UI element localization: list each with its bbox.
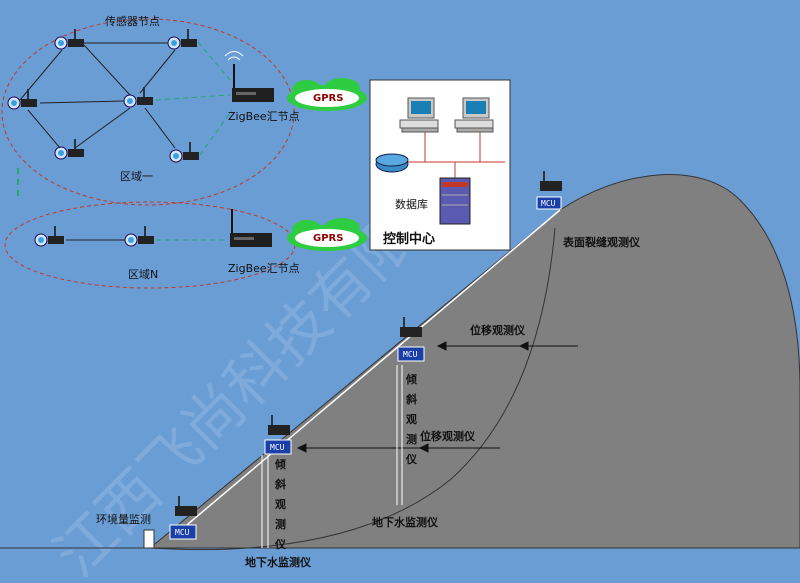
gprs-label-n: GPRS [313, 233, 343, 244]
displacement-line-upper [436, 341, 578, 351]
svg-text:测: 测 [406, 432, 417, 446]
router-icon [375, 153, 409, 173]
control-network [395, 132, 505, 178]
wireless-signal-icon [224, 51, 244, 61]
svg-text:斜: 斜 [274, 477, 286, 491]
groundwater-label-lower: 地下水监测仪 [245, 555, 312, 569]
displacement-label-lower: 位移观测仪 [420, 429, 476, 443]
database-label: 数据库 [395, 197, 428, 211]
mountain-slope [148, 174, 800, 549]
svg-text:观: 观 [275, 498, 286, 511]
sensor-mesh-links [19, 42, 176, 149]
svg-text:斜: 斜 [405, 392, 417, 406]
tilt-sensor-upper [396, 365, 403, 505]
tilt-label-upper: 倾 斜 观 测 仪 [405, 372, 418, 466]
sensor-node-icon [54, 28, 85, 50]
control-center-title: 控制中心 [383, 231, 435, 247]
sensor-node-icon [167, 28, 198, 50]
svg-text:倾: 倾 [405, 372, 417, 386]
mcu-icon [397, 316, 425, 362]
svg-text:仪: 仪 [274, 538, 287, 551]
groundwater-label-upper: 地下水监测仪 [372, 515, 439, 529]
tilt-label-lower: 倾 斜 观 测 仪 [274, 457, 287, 551]
region-n-label: 区域N [128, 268, 158, 281]
gateway-icon [231, 63, 275, 103]
mcu-label: MCU [270, 443, 285, 452]
gprs-label-1: GPRS [313, 93, 343, 104]
mcu-icon [536, 170, 563, 210]
sensor-node-icon [7, 88, 38, 110]
mcu-icon [264, 414, 292, 455]
gateway-label-1: ZigBee汇节点 [228, 110, 300, 123]
mcu-label: MCU [403, 350, 418, 359]
surface-crack-label: 表面裂缝观测仪 [562, 235, 641, 249]
gateway-icon [229, 208, 273, 248]
displacement-line-lower [296, 443, 500, 453]
tilt-sensor-lower [261, 455, 269, 548]
displacement-label-upper: 位移观测仪 [470, 323, 526, 337]
mcu-icon [169, 495, 198, 540]
sensor-node-icon [54, 138, 85, 160]
mcu-label: MCU [175, 528, 190, 537]
region-one-boundary [1, 18, 295, 206]
sensor-node-icon [123, 86, 154, 108]
environment-label: 环境量监测 [96, 512, 151, 526]
sensor-node-icon [34, 225, 65, 247]
gateway-label-n: ZigBee汇节点 [228, 262, 300, 275]
slope-cable [174, 209, 561, 536]
sensor-node-icon [124, 225, 155, 247]
region-one-label: 区域一 [120, 170, 153, 183]
sensor-node-title: 传感器节点 [105, 15, 160, 28]
svg-text:倾: 倾 [274, 457, 286, 471]
slip-surface [149, 227, 556, 551]
svg-text:测: 测 [275, 517, 286, 531]
mcu-label: MCU [541, 199, 556, 208]
server-icon [439, 177, 471, 225]
svg-text:观: 观 [406, 413, 417, 426]
svg-text:仪: 仪 [405, 453, 418, 466]
environment-sensor-icon [143, 529, 155, 549]
sensor-node-icon [169, 141, 200, 163]
sensor-gateway-links [155, 41, 233, 156]
